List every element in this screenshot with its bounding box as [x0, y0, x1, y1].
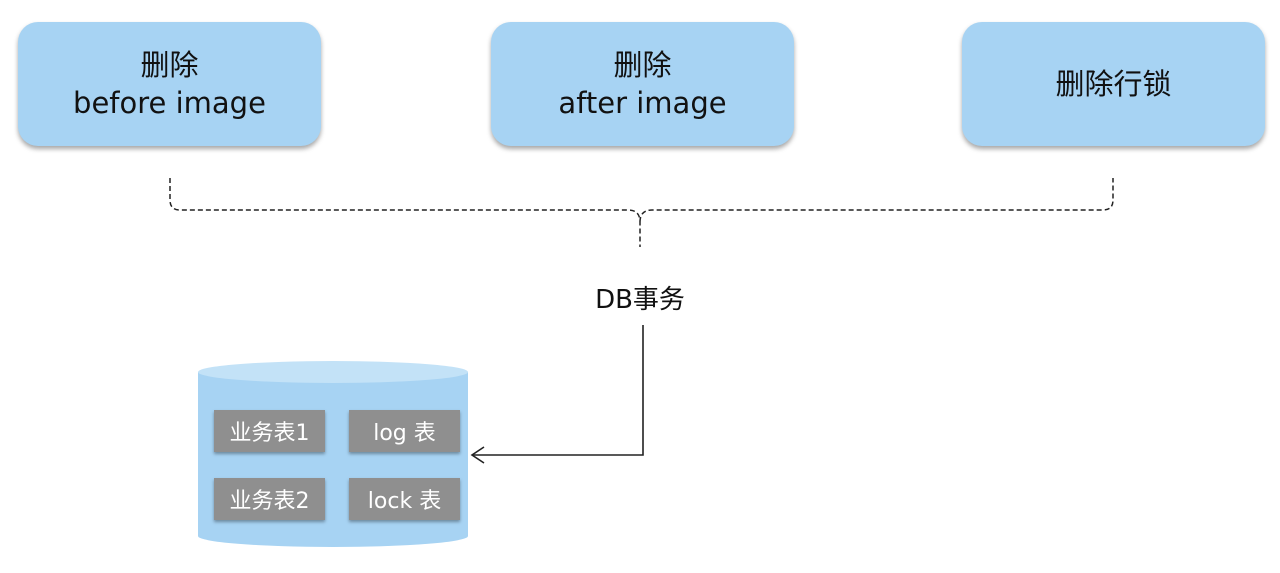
step-box-row-lock: 删除行锁 — [962, 22, 1265, 146]
arrow-head-icon — [470, 446, 485, 464]
step-box-before-image: 删除 before image — [18, 22, 321, 146]
step-label-action: 删除行锁 — [1055, 67, 1172, 101]
business-table-1: 业务表1 — [214, 410, 325, 452]
cylinder-body — [198, 372, 468, 547]
step-label-action: 删除 — [613, 48, 672, 82]
transaction-brace — [169, 178, 1114, 247]
step-label-detail: before image — [73, 86, 266, 120]
log-table: log 表 — [349, 410, 460, 452]
step-label-detail: after image — [558, 86, 727, 120]
step-box-after-image: 删除 after image — [491, 22, 794, 146]
step-label-action: 删除 — [140, 48, 199, 82]
business-table-2: 业务表2 — [214, 478, 325, 520]
cylinder-top — [198, 361, 468, 383]
lock-table: lock 表 — [349, 478, 460, 520]
transaction-arrow-line — [473, 325, 644, 456]
transaction-label: DB事务 — [595, 285, 685, 315]
